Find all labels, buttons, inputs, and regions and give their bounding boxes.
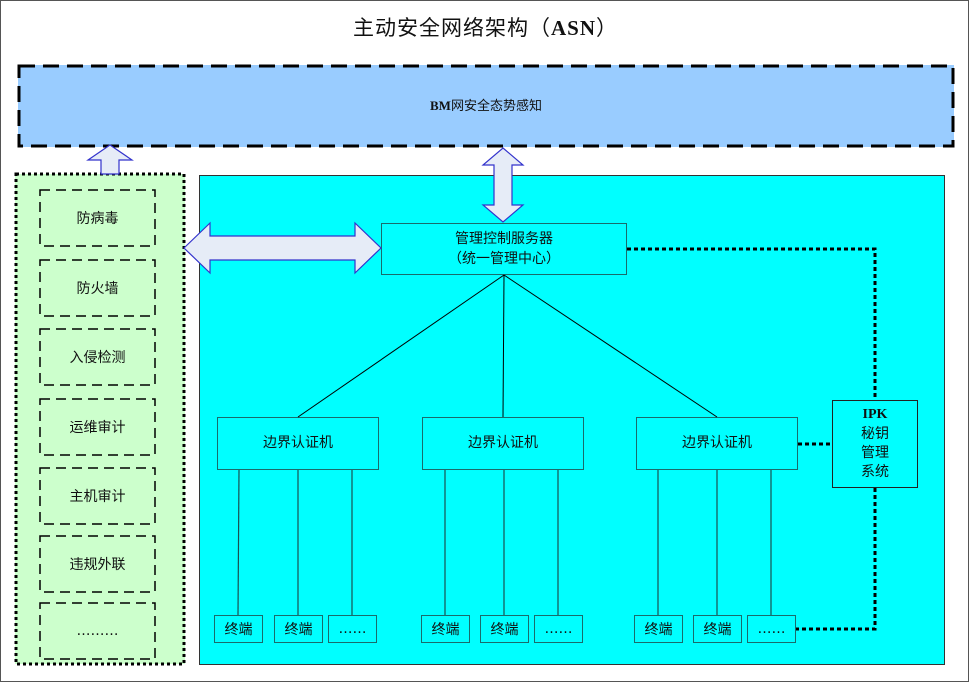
terminal-1-2: 终端 <box>274 615 323 643</box>
boundary-gateway-label: 边界认证机 <box>682 435 752 452</box>
terminal-2-more: …… <box>534 615 583 643</box>
security-tool-antivirus: 防病毒 <box>76 211 119 227</box>
terminal-1-1: 终端 <box>214 615 263 643</box>
security-tool-outbound-violation: 违规外联 <box>69 557 126 573</box>
boundary-gateway-3: 边界认证机 <box>636 417 798 470</box>
situational-awareness-prefix: BM <box>430 98 451 113</box>
situational-awareness-text: 网安全态势感知 <box>450 99 542 114</box>
title-main: 主动安全网络架构 <box>352 16 529 40</box>
key-management-prefix: IPK <box>862 407 888 423</box>
management-server-title: 管理控制服务器 <box>455 230 553 247</box>
key-management-line-1: 秘钥 <box>861 426 889 443</box>
boundary-gateway-1: 边界认证机 <box>217 417 379 470</box>
security-tool-intrusion-detection: 入侵检测 <box>69 350 126 366</box>
terminal-2-2: 终端 <box>480 615 529 643</box>
terminal-3-more: …… <box>747 615 796 643</box>
key-management-line-2: 管理 <box>861 445 889 461</box>
terminal-3-2: 终端 <box>693 615 742 643</box>
security-tool-firewall: 防火墙 <box>76 281 119 297</box>
boundary-gateway-label: 边界认证机 <box>263 435 333 452</box>
title-paren-close: ） <box>596 16 618 40</box>
security-tool-ops-audit: 运维审计 <box>69 420 126 436</box>
diagram-title: 主动安全网络架构（ASN） <box>0 12 971 42</box>
situational-awareness-layer: BM网安全态势感知 <box>18 65 954 147</box>
title-abbr: ASN <box>550 16 596 40</box>
management-server-node: 管理控制服务器 （统一管理中心） <box>381 223 627 275</box>
terminal-1-more: …… <box>328 615 377 643</box>
terminal-3-1: 终端 <box>634 615 683 643</box>
security-tool-more: ……… <box>76 623 119 639</box>
key-management-system: IPK 秘钥 管理 系统 <box>832 400 918 488</box>
key-management-line-3: 系统 <box>861 463 889 480</box>
boundary-gateway-label: 边界认证机 <box>468 435 538 452</box>
management-server-subtitle: （统一管理中心） <box>448 251 560 267</box>
terminal-2-1: 终端 <box>421 615 470 643</box>
boundary-gateway-2: 边界认证机 <box>422 417 584 470</box>
situational-awareness-label: BM网安全态势感知 <box>18 95 954 114</box>
security-tool-host-audit: 主机审计 <box>69 489 126 505</box>
title-paren-open: （ <box>528 16 551 40</box>
